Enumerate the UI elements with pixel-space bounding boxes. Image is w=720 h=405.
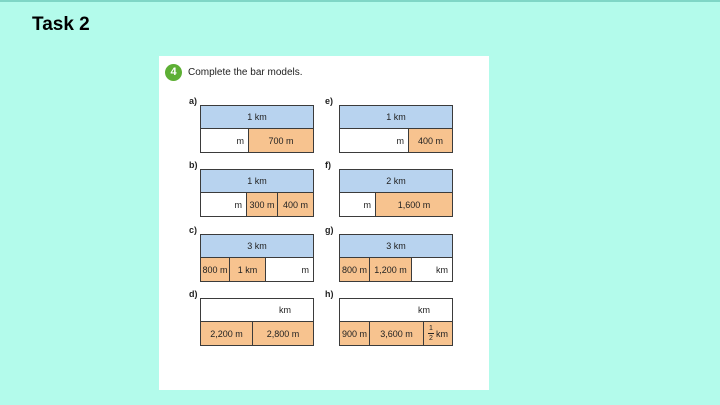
bar-model-f: 2 km m 1,600 m xyxy=(339,169,453,217)
whole-bar: 1 km xyxy=(200,105,314,129)
whole-value: 2 km xyxy=(386,176,406,186)
fraction-bar xyxy=(428,333,434,334)
known-part: 800 m xyxy=(340,258,370,281)
half-fraction: 1 2 xyxy=(428,325,434,342)
fraction-denominator: 2 xyxy=(429,335,433,342)
question-instruction: Complete the bar models. xyxy=(188,66,303,78)
known-part: 800 m xyxy=(201,258,230,281)
parts-bar: 900 m 3,600 m 1 2 km xyxy=(339,322,453,346)
whole-value: km xyxy=(418,305,430,315)
known-part: 400 m xyxy=(409,129,452,152)
whole-bar: 1 km xyxy=(339,105,453,129)
top-divider-line xyxy=(0,0,720,2)
model-f-label: f) xyxy=(325,160,331,170)
parts-bar: m 400 m xyxy=(339,129,453,153)
bar-model-c: 3 km 800 m 1 km m xyxy=(200,234,314,282)
worksheet-image: 4 Complete the bar models. a) 1 km m 700… xyxy=(159,56,489,390)
whole-bar: 3 km xyxy=(339,234,453,258)
model-d-label: d) xyxy=(189,289,198,299)
parts-bar: 800 m 1,200 m km xyxy=(339,258,453,282)
missing-part: m xyxy=(266,258,313,281)
known-part: 2,200 m xyxy=(201,322,253,345)
whole-value: 1 km xyxy=(386,112,406,122)
missing-part: m xyxy=(340,193,376,216)
fraction-unit: km xyxy=(436,328,448,339)
known-part: 3,600 m xyxy=(370,322,424,345)
parts-bar: 2,200 m 2,800 m xyxy=(200,322,314,346)
bar-model-h: km 900 m 3,600 m 1 2 km xyxy=(339,298,453,346)
whole-value: 3 km xyxy=(386,241,406,251)
parts-bar: m 1,600 m xyxy=(339,193,453,217)
model-e-label: e) xyxy=(325,96,334,106)
known-part: 400 m xyxy=(278,193,313,216)
bar-model-g: 3 km 800 m 1,200 m km xyxy=(339,234,453,282)
known-part: 700 m xyxy=(249,129,313,152)
known-part: 900 m xyxy=(340,322,370,345)
known-part: 300 m xyxy=(247,193,278,216)
parts-bar: 800 m 1 km m xyxy=(200,258,314,282)
model-b-label: b) xyxy=(189,160,198,170)
fraction-part: 1 2 km xyxy=(424,322,452,345)
whole-bar: 3 km xyxy=(200,234,314,258)
model-h-label: h) xyxy=(325,289,334,299)
missing-part: m xyxy=(201,129,249,152)
known-part: 2,800 m xyxy=(253,322,313,345)
bar-model-e: 1 km m 400 m xyxy=(339,105,453,153)
missing-part: m xyxy=(201,193,247,216)
whole-value: 1 km xyxy=(247,176,267,186)
whole-value: 3 km xyxy=(247,241,267,251)
whole-bar: km xyxy=(339,298,453,322)
slide-title: Task 2 xyxy=(32,14,90,35)
missing-part: km xyxy=(412,258,452,281)
bar-model-d: km 2,200 m 2,800 m xyxy=(200,298,314,346)
model-a-label: a) xyxy=(189,96,198,106)
whole-value: km xyxy=(279,305,291,315)
whole-bar: km xyxy=(200,298,314,322)
model-g-label: g) xyxy=(325,225,334,235)
model-c-label: c) xyxy=(189,225,198,235)
bar-model-b: 1 km m 300 m 400 m xyxy=(200,169,314,217)
parts-bar: m 700 m xyxy=(200,129,314,153)
bar-model-a: 1 km m 700 m xyxy=(200,105,314,153)
known-part: 1,200 m xyxy=(370,258,412,281)
known-part: 1 km xyxy=(230,258,266,281)
known-part: 1,600 m xyxy=(376,193,452,216)
whole-bar: 2 km xyxy=(339,169,453,193)
question-number-badge: 4 xyxy=(165,63,182,81)
missing-part: m xyxy=(340,129,409,152)
question-header: 4 Complete the bar models. xyxy=(165,63,303,81)
fraction-numerator: 1 xyxy=(429,325,433,332)
whole-bar: 1 km xyxy=(200,169,314,193)
whole-value: 1 km xyxy=(247,112,267,122)
parts-bar: m 300 m 400 m xyxy=(200,193,314,217)
